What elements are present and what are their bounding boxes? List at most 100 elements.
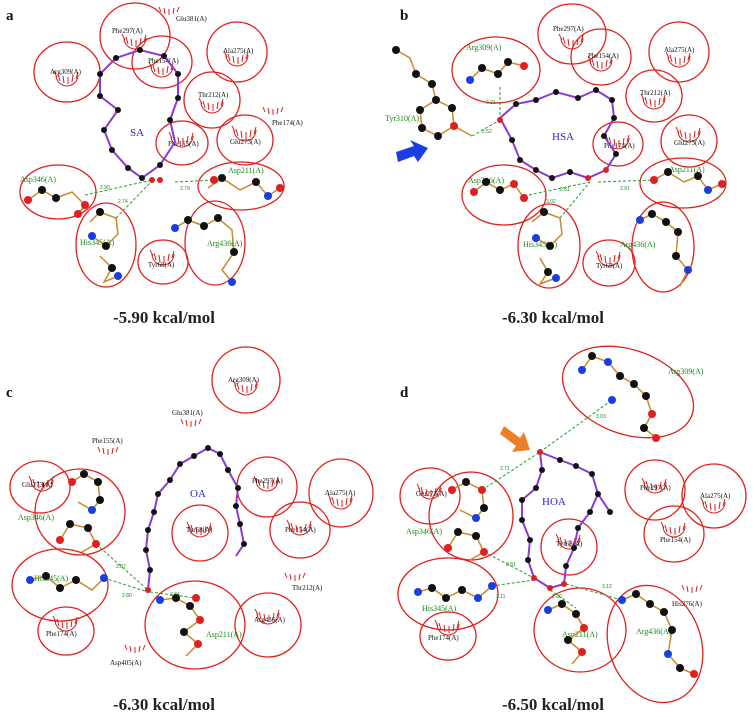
hbond-1-c bbox=[95, 543, 149, 591]
circle-phe154-c bbox=[269, 501, 331, 559]
distance-5-b: 2.91 bbox=[620, 186, 630, 192]
arc-glu381-a bbox=[158, 6, 180, 16]
label-asp346-a: Asp346(A) bbox=[20, 175, 56, 184]
residue-bonds-his345b-a bbox=[99, 255, 119, 284]
label-asp211-a: Asp211(A) bbox=[228, 166, 264, 175]
circle-asp346-a bbox=[19, 164, 97, 220]
label-asp346-d: Asp346(A) bbox=[406, 527, 442, 536]
ligand-name-hoa: HOA bbox=[542, 496, 566, 508]
arc-thr212-c bbox=[284, 572, 306, 582]
panel-letter-c: c bbox=[6, 385, 13, 401]
label-phe297-a: Phe297(A) bbox=[112, 27, 143, 35]
hbond-2-a bbox=[115, 182, 151, 219]
label-arg436-c: Arg436(A) bbox=[254, 616, 286, 624]
atoms-d bbox=[414, 352, 698, 678]
atoms-b bbox=[392, 46, 726, 282]
energy-c: -6.30 kcal/mol bbox=[113, 695, 215, 714]
label-asp211-d: Asp211(A) bbox=[562, 630, 598, 639]
label-arg436-a: Arg436(A) bbox=[207, 239, 243, 248]
circle-phe154-d bbox=[643, 505, 705, 563]
circle-tyr68-d bbox=[540, 518, 598, 576]
circle-phe297-a bbox=[99, 2, 171, 70]
distance-1-b: 3.21 bbox=[486, 100, 496, 106]
label-asp211-b: Asp211(A) bbox=[669, 165, 705, 174]
ligand-name-sa: SA bbox=[130, 127, 144, 139]
circle-arg309-d bbox=[561, 345, 695, 439]
atoms-c bbox=[26, 445, 247, 648]
label-glu381-a: Glu381(A) bbox=[176, 15, 207, 23]
circle-tyr68-c bbox=[171, 504, 229, 562]
label-asp405-c: Asp405(A) bbox=[110, 659, 142, 667]
arc-ala275-d bbox=[700, 497, 726, 514]
ligand-bonds-a bbox=[99, 48, 179, 180]
label-arg309-a: Arg309(A) bbox=[50, 68, 82, 76]
label-phe155-a: Phe155(A) bbox=[168, 140, 199, 148]
distance-1-a: 2.90 bbox=[100, 185, 110, 191]
distance-5-d: 2.80 bbox=[552, 594, 562, 600]
hbond-4-b bbox=[559, 181, 591, 219]
label-phe155-c: Phe155(A) bbox=[92, 437, 123, 445]
circle-phe174-c bbox=[37, 606, 95, 656]
label-arg309-d: Arg309(A) bbox=[668, 367, 704, 376]
distance-2-b: 2.52 bbox=[482, 129, 492, 135]
arc-phe174-c bbox=[52, 615, 78, 632]
panel-b: b Phe297(A) Ala275(A) Phe154(A) Thr212(A… bbox=[385, 3, 727, 327]
arc-phe297-b bbox=[558, 33, 584, 50]
label-thr212-c: Thr212(A) bbox=[292, 584, 323, 592]
energy-d: -6.50 kcal/mol bbox=[502, 695, 604, 714]
hbond-3-c bbox=[149, 591, 197, 599]
circle-his345-b bbox=[517, 203, 581, 289]
circle-ala275-c bbox=[308, 458, 374, 528]
label-phe297-c: Phe297(A) bbox=[252, 477, 283, 485]
circle-ala275-a bbox=[206, 21, 268, 83]
label-phe154-a: Phe154(A) bbox=[148, 57, 179, 65]
arc-thr212-a bbox=[198, 97, 224, 114]
circle-phe154-b bbox=[570, 28, 632, 86]
label-phe174-c: Phe174(A) bbox=[46, 630, 77, 638]
blue-arrow bbox=[396, 140, 428, 162]
label-phe154-c: Phe154(A) bbox=[285, 526, 316, 534]
label-his345-d: His345(A) bbox=[422, 604, 457, 613]
hbond-2-c bbox=[103, 577, 149, 593]
arc-phe155-c bbox=[97, 446, 119, 456]
atoms-a bbox=[24, 47, 284, 286]
residue-bonds-his345b-b bbox=[538, 257, 557, 286]
circle-asp346-b bbox=[461, 164, 547, 226]
label-his345-c: His345(A) bbox=[34, 574, 69, 583]
arc-ala275-b bbox=[665, 51, 691, 68]
circle-phe155-a bbox=[155, 120, 209, 166]
label-phe174-d: Phe174(A) bbox=[428, 634, 459, 642]
label-tyr68-d: Tyr68(A) bbox=[556, 540, 583, 548]
ligand-name-hsa: HSA bbox=[552, 131, 574, 143]
label-phe154-d: Phe154(A) bbox=[660, 536, 691, 544]
circle-phe174-b bbox=[592, 121, 644, 167]
circle-arg309-b bbox=[451, 36, 541, 104]
label-arg309-b: Arg309(A) bbox=[466, 43, 502, 52]
hbond-2-b bbox=[471, 119, 501, 137]
residue-ring-tyr310-b bbox=[419, 99, 455, 137]
label-phe297-d: Phe297(A) bbox=[640, 484, 671, 492]
circle-asp211-a bbox=[197, 161, 285, 211]
label-thr212-b: Thr212(A) bbox=[640, 89, 671, 97]
label-tyr310-b: Tyr310(A) bbox=[385, 114, 419, 123]
circle-arg436-a bbox=[184, 200, 246, 286]
circle-arg436-c bbox=[234, 592, 302, 658]
circle-phe297-c bbox=[236, 456, 298, 518]
label-ala275-b: Ala275(A) bbox=[664, 46, 695, 54]
hbond-3-b bbox=[523, 181, 591, 197]
hbond-3-d bbox=[483, 551, 535, 579]
label-his345-a: His345(A) bbox=[80, 238, 115, 247]
circle-thr212-b bbox=[625, 69, 683, 123]
label-glu273-c: Glu273(A) bbox=[22, 481, 53, 489]
circle-glu273-c bbox=[9, 460, 71, 514]
circle-asp211-d bbox=[533, 587, 627, 673]
hbond-1-a bbox=[84, 179, 153, 196]
circle-his345-c bbox=[11, 548, 109, 622]
label-phe174-b: Phe174(A) bbox=[604, 142, 635, 150]
ligand-bonds-b bbox=[499, 88, 618, 180]
label-ala275-d: Ala275(A) bbox=[700, 492, 731, 500]
panel-letter-b: b bbox=[400, 8, 408, 24]
circle-glu273-b bbox=[660, 114, 718, 168]
label-ala275-c: Ala275(A) bbox=[325, 489, 356, 497]
